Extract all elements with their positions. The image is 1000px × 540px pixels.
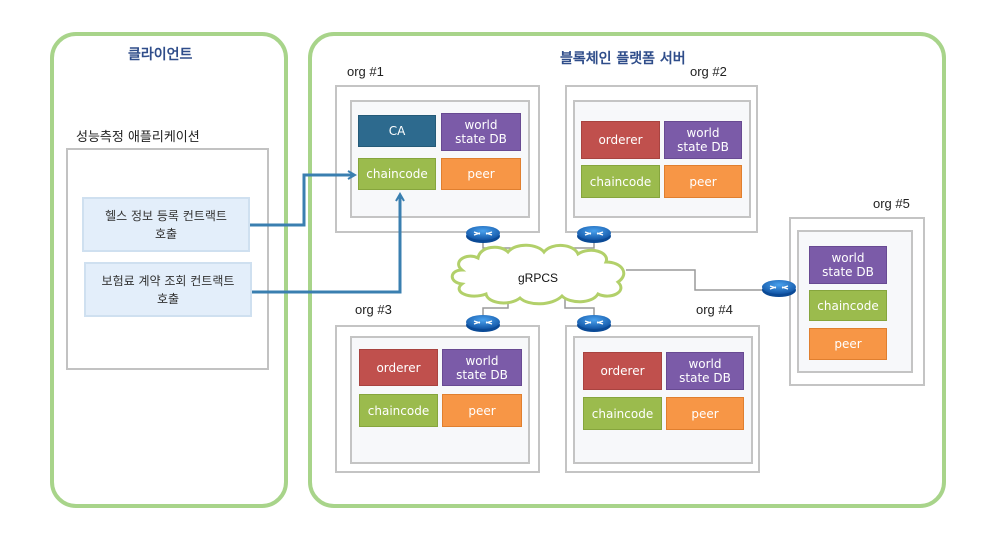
org5-chaincode[interactable]: chaincode [809, 290, 887, 321]
org4-chaincode[interactable]: chaincode [583, 397, 662, 430]
org3-peer[interactable]: peer [442, 394, 522, 427]
org3-label: org #3 [355, 302, 392, 317]
app-title: 성능측정 애플리케이션 [76, 130, 200, 145]
org4-orderer[interactable]: orderer [583, 352, 662, 390]
org2-orderer[interactable]: orderer [581, 121, 660, 159]
org4-label: org #4 [696, 302, 733, 317]
org2-inner [573, 100, 751, 218]
org5-world-state-db[interactable]: world state DB [809, 246, 887, 284]
org3-orderer[interactable]: orderer [359, 349, 438, 386]
org1-peer[interactable]: peer [441, 158, 521, 190]
org2-label: org #2 [690, 64, 727, 79]
org1-world-state-db[interactable]: world state DB [441, 113, 521, 151]
org3-world-state-db[interactable]: world state DB [442, 349, 522, 386]
org2-peer[interactable]: peer [664, 165, 742, 198]
org5-label: org #5 [873, 196, 910, 211]
org1-label: org #1 [347, 64, 384, 79]
org4-world-state-db[interactable]: world state DB [666, 352, 744, 390]
org3-chaincode[interactable]: chaincode [359, 394, 438, 427]
server-group-title: 블록체인 플랫폼 서버 [560, 51, 686, 67]
org1-chaincode[interactable]: chaincode [358, 158, 436, 190]
org5-peer[interactable]: peer [809, 328, 887, 360]
health-info-register-call[interactable]: 헬스 정보 등록 컨트랙트 호출 [82, 197, 250, 252]
performance-app-box [66, 148, 269, 370]
org4-peer[interactable]: peer [666, 397, 744, 430]
org2-world-state-db[interactable]: world state DB [664, 121, 742, 159]
org1-ca[interactable]: CA [358, 115, 436, 147]
insurance-contract-query-call[interactable]: 보험료 계약 조회 컨트랙트 호출 [84, 262, 252, 317]
grpcs-label: gRPCS [518, 271, 559, 285]
client-group-title: 클라이언트 [128, 47, 193, 63]
org2-chaincode[interactable]: chaincode [581, 165, 660, 198]
